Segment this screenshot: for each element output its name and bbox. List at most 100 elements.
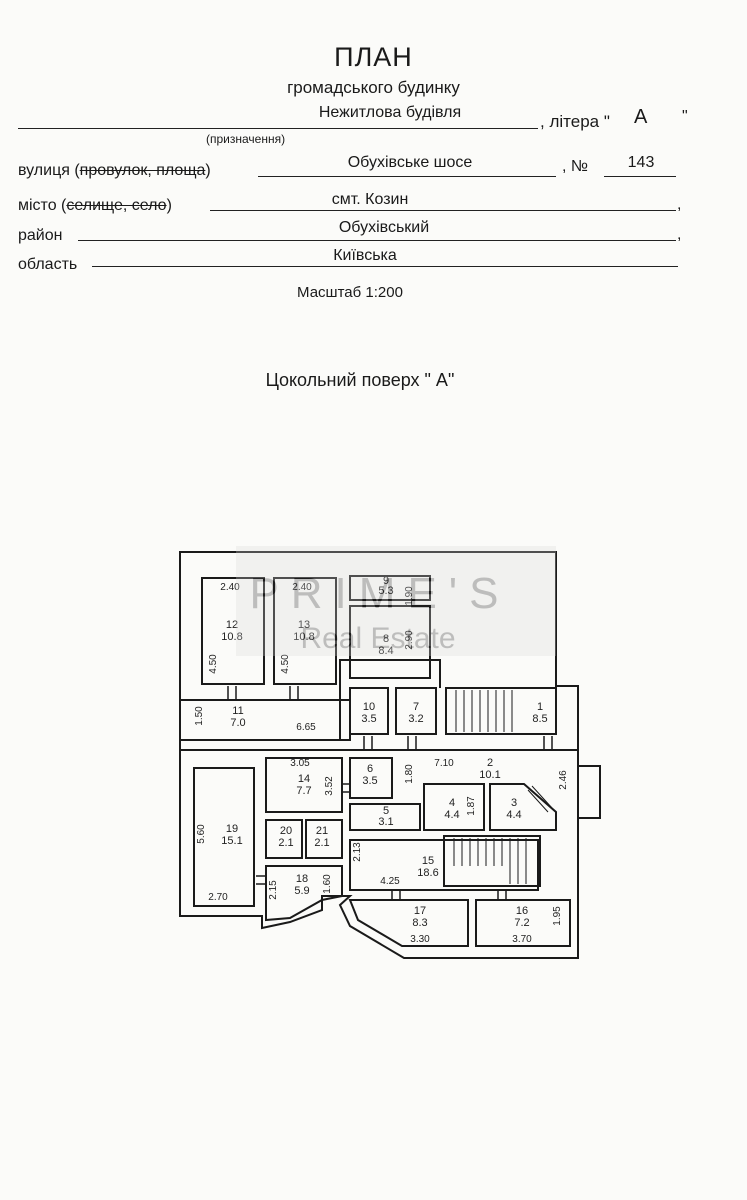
room-3-num: 3: [511, 797, 517, 809]
dim-9: 1.90: [404, 586, 415, 606]
room-5-rect: [349, 803, 421, 831]
room-12-num: 12: [226, 619, 238, 631]
room-20-num: 20: [280, 825, 292, 837]
room-5-num: 5: [383, 805, 389, 817]
room-18-num: 18: [296, 873, 308, 885]
street-label: вулиця (провулок, площа): [18, 162, 211, 179]
dim-2-height: 2.46: [558, 770, 569, 790]
stairs-bottom: [443, 835, 541, 887]
purpose-caption: (призначення): [206, 132, 286, 146]
room-10-num: 10: [363, 701, 375, 713]
room-13-rect: [273, 577, 337, 685]
street-line: [258, 176, 556, 177]
room-16-area: 7.2: [514, 917, 529, 929]
room-2-num: 2: [487, 757, 493, 769]
dim-19-width: 2.70: [208, 892, 228, 903]
corridor-wall: [339, 659, 441, 740]
dim-8: 2.90: [404, 630, 415, 650]
room-10-area: 3.5: [361, 713, 376, 725]
purpose-value: Нежитлова будівля: [318, 104, 462, 121]
litera-label: , літера ": [540, 112, 610, 131]
room-19-area: 15.1: [221, 835, 242, 847]
scale-label: Масштаб 1:200: [297, 284, 403, 301]
room-17-num: 17: [414, 905, 426, 917]
dim-11-width: 6.65: [296, 722, 316, 733]
region-label: область: [18, 256, 78, 273]
room-7-num: 7: [413, 701, 419, 713]
room-20-rect: [265, 819, 303, 859]
district-comma: ,: [677, 226, 682, 243]
room-4-num: 4: [449, 797, 455, 809]
dim-12-height: 4.50: [208, 654, 219, 674]
watermark-brand: PRIME'S: [249, 569, 510, 618]
room-3-area: 4.4: [506, 809, 521, 821]
room-16-rect: [475, 899, 571, 947]
dim-13-height: 4.50: [280, 654, 291, 674]
room-4-area: 4.4: [444, 809, 459, 821]
room-13-area: 10.8: [293, 631, 314, 643]
porch: [578, 765, 601, 819]
room-18-rect: [265, 865, 343, 922]
room-9-num: 9: [383, 575, 389, 587]
room-10-rect: [349, 687, 389, 735]
dim-15-height: 2.13: [352, 842, 363, 862]
stairs-top: [445, 687, 557, 735]
room-17-area: 8.3: [412, 917, 427, 929]
dim-16-width: 3.70: [512, 934, 532, 945]
room-9-rect: [349, 575, 431, 601]
dim-13-width: 2.40: [292, 582, 312, 593]
region-line: [92, 266, 678, 267]
dim-6: 1.80: [404, 764, 415, 784]
room-14-num: 14: [298, 773, 310, 785]
room-6-rect: [349, 757, 393, 799]
dim-14-width: 3.05: [290, 758, 310, 769]
dim-19-height: 5.60: [196, 824, 207, 844]
room-21-rect: [305, 819, 343, 859]
dim-18-width: 1.60: [322, 874, 333, 894]
room-8-area: 8.4: [378, 645, 393, 657]
outer-wall: [179, 551, 579, 959]
district-label: район: [18, 227, 63, 244]
dim-11-height: 1.50: [194, 706, 205, 726]
room-17-rect: [348, 899, 469, 947]
dim-4: 1.87: [466, 796, 477, 816]
room-14-area: 7.7: [296, 785, 311, 797]
dim-2-width: 7.10: [434, 758, 454, 769]
room-7-rect: [395, 687, 437, 735]
watermark-sub: Real Estate: [300, 622, 455, 655]
room-21-num: 21: [316, 825, 328, 837]
dim-16-height: 1.95: [552, 906, 563, 926]
room-12-rect: [201, 577, 265, 685]
floor-title: Цокольний поверх " А": [265, 370, 455, 390]
room-1-num: 1: [537, 701, 543, 713]
room-6-area: 3.5: [362, 775, 377, 787]
room-5-area: 3.1: [378, 816, 393, 828]
litera-value: А: [634, 106, 648, 128]
number-line: [604, 176, 676, 177]
room-18-area: 5.9: [294, 885, 309, 897]
city-value: смт. Козин: [331, 191, 409, 208]
dim-18-height: 2.15: [268, 880, 279, 900]
room-4-rect: [423, 783, 485, 831]
room-15-num: 15: [422, 855, 434, 867]
district-line: [78, 240, 676, 241]
purpose-line: [18, 128, 538, 129]
room-11-num: 11: [232, 705, 243, 717]
room-3-rect: [489, 783, 557, 831]
city-line: [210, 210, 676, 211]
city-label: місто (селище, село): [18, 197, 172, 214]
plan-subtitle: громадського будинку: [287, 78, 460, 97]
region-value: Київська: [333, 247, 397, 264]
room-19-num: 19: [226, 823, 238, 835]
room-11-area: 7.0: [230, 717, 245, 729]
dim-12-width: 2.40: [220, 582, 240, 593]
dim-17-width: 3.30: [410, 934, 430, 945]
room-9-area: 5.3: [378, 585, 393, 597]
room-7-area: 3.2: [408, 713, 423, 725]
litera-close: ": [682, 108, 688, 125]
room-2-area: 10.1: [479, 769, 500, 781]
room-20-area: 2.1: [278, 837, 293, 849]
room-14-rect: [265, 757, 343, 813]
number-label: , №: [562, 158, 589, 175]
dim-14-height: 3.52: [324, 776, 335, 796]
